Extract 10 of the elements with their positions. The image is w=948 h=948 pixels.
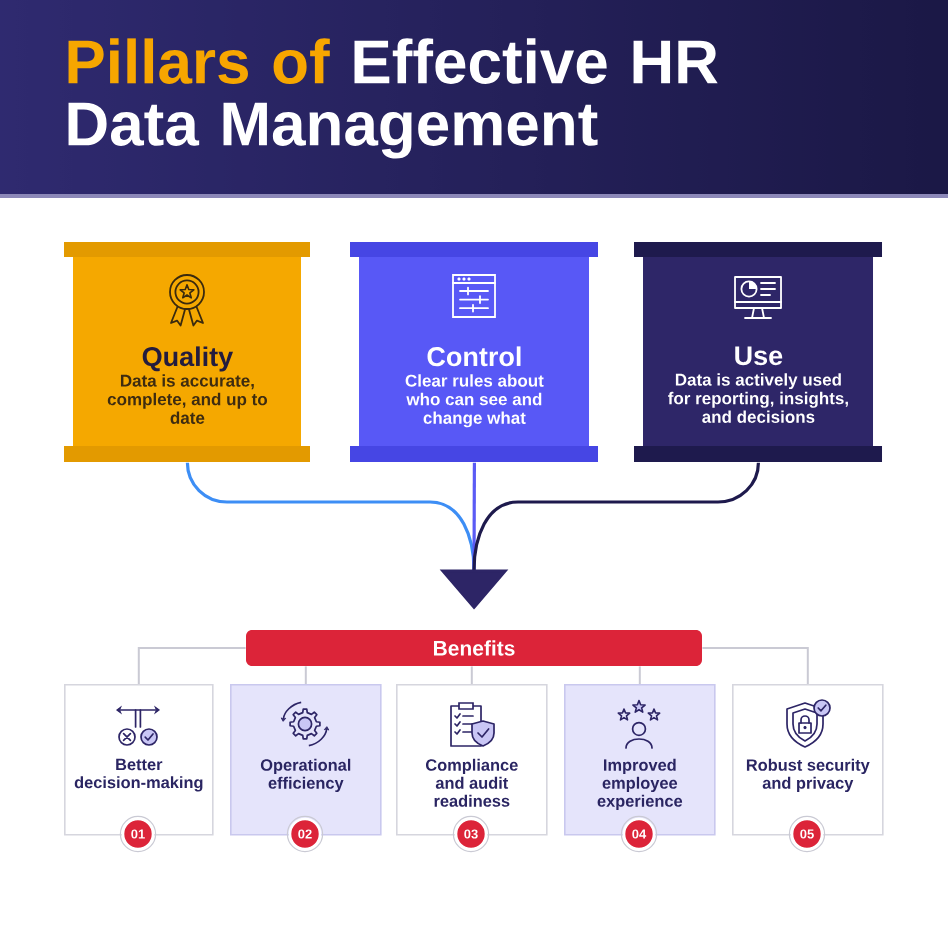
pillar-card: Control Clear rules about who can see and change what <box>350 242 598 462</box>
connector-line <box>470 665 473 685</box>
pillar-card: Quality Data is accurate, complete, and up to date <box>64 242 310 462</box>
pillar-card: Use Data is actively used for reporting, insights, and decisions <box>634 242 882 462</box>
title: Pillars of Effective HR Data Management <box>68 38 718 159</box>
connector-line <box>304 665 307 685</box>
connector-line <box>638 665 641 685</box>
section-banner: Benefits <box>246 630 702 666</box>
connector-line <box>701 647 809 685</box>
connector-line <box>137 647 247 685</box>
